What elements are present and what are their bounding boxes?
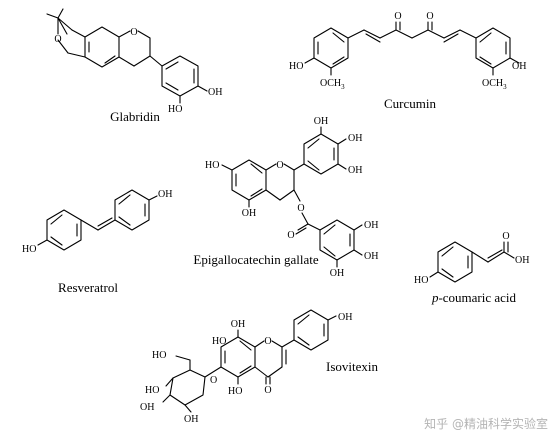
curcumin-label-o-2: O [426, 11, 433, 22]
egcg-label-o-carbonyl: O [287, 230, 294, 241]
curcumin-label-oh: OH [512, 61, 526, 72]
isovitexin-label-oh-top: OH [231, 319, 245, 330]
egcg-label-oh-2: OH [348, 133, 362, 144]
glabridin-structure: O O OH HO Glabridin [46, 8, 222, 124]
resveratrol-label-ho: HO [22, 244, 36, 255]
egcg-label-o-ring: O [276, 160, 283, 171]
isovitexin-label-oh-sugar-2: OH [184, 414, 198, 425]
curcumin-label-och3-left: OCH3 [320, 78, 345, 91]
isovitexin-label-ho-bottom: HO [228, 386, 242, 397]
isovitexin-label-ho-sugar-2: HO [145, 385, 159, 396]
isovitexin-label-ho-sugar-1: HO [152, 350, 166, 361]
curcumin-label-ho: HO [289, 61, 303, 72]
coumaric-name: p-coumaric acid [431, 290, 517, 305]
egcg-structure: OH OH OH HO O OH O O OH OH OH Epigalloca… [193, 116, 378, 279]
resveratrol-label-oh: OH [158, 189, 172, 200]
egcg-label-oh-5: OH [364, 220, 378, 231]
egcg-label-o-ester: O [297, 203, 304, 214]
glabridin-label-o-2: O [130, 27, 137, 38]
glabridin-name: Glabridin [110, 109, 160, 124]
egcg-label-oh-4: OH [242, 208, 256, 219]
curcumin-label-o-1: O [394, 11, 401, 22]
curcumin-label-och3-right: OCH3 [482, 78, 507, 91]
isovitexin-label-o-ring: O [264, 336, 271, 347]
glabridin-label-oh: OH [208, 87, 222, 98]
coumaric-label-ho: HO [414, 275, 428, 286]
resveratrol-structure: OH HO Resveratrol [22, 189, 172, 295]
coumaric-label-oh: OH [515, 255, 529, 266]
isovitexin-label-oh-phenol: OH [338, 312, 352, 323]
p-coumaric-acid-structure: O OH HO p-coumaric acid [414, 231, 529, 305]
glabridin-label-o-1: O [54, 34, 61, 45]
coumaric-label-o: O [502, 231, 509, 242]
egcg-label-oh-3: OH [348, 165, 362, 176]
glabridin-label-ho: HO [168, 104, 182, 115]
curcumin-name: Curcumin [384, 96, 436, 111]
isovitexin-label-o-sugar: O [210, 375, 217, 386]
isovitexin-name: Isovitexin [326, 359, 378, 374]
resveratrol-name: Resveratrol [58, 280, 118, 295]
egcg-label-ho: HO [205, 160, 219, 171]
egcg-label-oh-1: OH [314, 116, 328, 127]
watermark-text: 知乎 @精油科学实验室 [424, 416, 548, 431]
isovitexin-label-ho: HO [212, 336, 226, 347]
egcg-label-oh-6: OH [364, 251, 378, 262]
isovitexin-structure: OH HO O HO OH O HO O HO OH OH Isovitexin [140, 309, 378, 425]
egcg-name: Epigallocatechin gallate [193, 252, 318, 267]
isovitexin-label-o-carbonyl: O [264, 385, 271, 396]
curcumin-structure: O O HO OCH3 OH OCH3 Curcumin [289, 11, 526, 111]
isovitexin-label-oh-sugar-1: OH [140, 402, 154, 413]
egcg-label-oh-7: OH [330, 268, 344, 279]
